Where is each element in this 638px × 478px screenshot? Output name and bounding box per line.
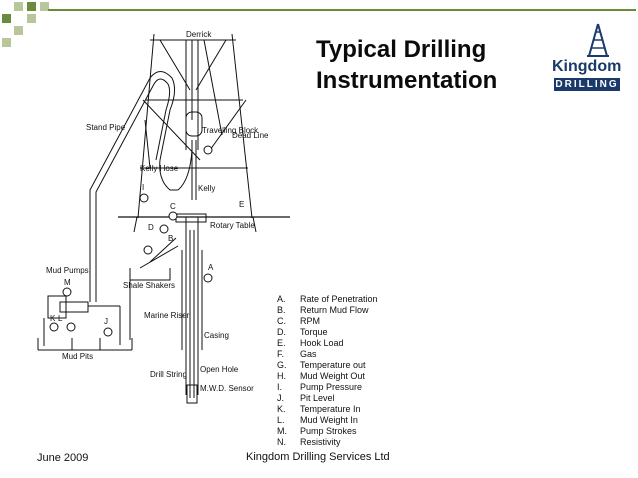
header-rule xyxy=(48,9,636,11)
label-dead-line: Dead Line xyxy=(232,131,269,140)
legend-label: Mud Weight In xyxy=(300,415,358,425)
legend-label: RPM xyxy=(300,316,320,326)
legend-key: J. xyxy=(277,393,285,403)
legend-key: D. xyxy=(277,327,286,337)
deco-square xyxy=(14,2,23,11)
logo-text-kingdom: Kingdom xyxy=(552,58,622,75)
footer-date: June 2009 xyxy=(37,452,89,464)
label-mud-pits: Mud Pits xyxy=(62,352,93,361)
label-open-hole: Open Hole xyxy=(200,365,239,374)
mud-pump xyxy=(47,295,67,319)
label-stand-pipe: Stand Pipe xyxy=(86,123,126,132)
title-line-2: Instrumentation xyxy=(316,67,498,94)
derrick-structure xyxy=(137,33,253,219)
legend-label: Pump Pressure xyxy=(300,382,363,392)
marker-j: J xyxy=(104,317,108,326)
label-casing: Casing xyxy=(204,331,229,340)
legend-label: Hook Load xyxy=(300,338,344,348)
legend-key: I. xyxy=(277,382,283,392)
legend-label: Pump Strokes xyxy=(300,426,357,436)
derrick-icon xyxy=(587,23,609,57)
legend-key: B. xyxy=(277,305,286,315)
legend-label: Gas xyxy=(300,349,317,359)
legend-label: Torque xyxy=(300,327,328,337)
deco-square xyxy=(14,26,23,35)
marker-e: E xyxy=(239,200,244,209)
legend-key: A. xyxy=(277,294,286,304)
legend-key: K. xyxy=(277,404,286,414)
legend-key: C. xyxy=(277,316,286,326)
label-travelling-block: Travelling Block xyxy=(202,126,259,135)
legend-label: Pit Level xyxy=(300,393,335,403)
deco-square xyxy=(40,2,49,11)
legend-key: M. xyxy=(277,426,287,436)
label-mud-pumps: Mud Pumps xyxy=(46,266,89,275)
legend-label: Resistivity xyxy=(300,437,341,447)
logo-text-drilling: DRILLING xyxy=(554,78,620,91)
footer-company: Kingdom Drilling Services Ltd xyxy=(246,451,390,463)
label-marine-riser: Marine Riser xyxy=(144,311,190,320)
legend-key: L. xyxy=(277,415,285,425)
deco-square xyxy=(27,2,36,11)
legend-label: Rate of Penetration xyxy=(300,294,378,304)
label-mwd-sensor: M.W.D. Sensor xyxy=(200,384,254,393)
legend-key: E. xyxy=(277,338,286,348)
marker-l: L xyxy=(58,314,63,323)
slide-title: Typical Drilling Instrumentation xyxy=(316,34,497,96)
marker-c: C xyxy=(170,202,176,211)
marker-b: B xyxy=(168,234,173,243)
legend-label: Temperature In xyxy=(300,404,361,414)
label-shale-shakers: Shale Shakers xyxy=(123,281,175,290)
marker-a: A xyxy=(208,263,214,272)
legend-key: F. xyxy=(277,349,285,359)
deco-square xyxy=(27,14,36,23)
deco-square xyxy=(2,14,11,23)
marker-k: K xyxy=(50,314,56,323)
label-rotary-table: Rotary Table xyxy=(210,221,255,230)
gauge-icons xyxy=(49,145,213,337)
marker-i: I xyxy=(142,183,144,192)
legend-label: Mud Weight Out xyxy=(300,371,365,381)
label-drill-string: Drill String xyxy=(150,370,187,379)
deco-square xyxy=(2,38,11,47)
marker-d: D xyxy=(148,223,154,232)
legend-key: G. xyxy=(277,360,287,370)
legend-key: H. xyxy=(277,371,286,381)
marker-m: M xyxy=(64,278,71,287)
mwd-sensor xyxy=(186,384,198,404)
label-kelly-hose: Kelly Hose xyxy=(140,164,179,173)
legend-label: Temperature out xyxy=(300,360,366,370)
label-derrick: Derrick xyxy=(186,30,212,39)
label-kelly: Kelly xyxy=(198,184,215,193)
legend-key: N. xyxy=(277,437,286,447)
title-line-1: Typical Drilling xyxy=(316,36,487,63)
legend-label: Return Mud Flow xyxy=(300,305,369,315)
travelling-block xyxy=(185,111,203,137)
